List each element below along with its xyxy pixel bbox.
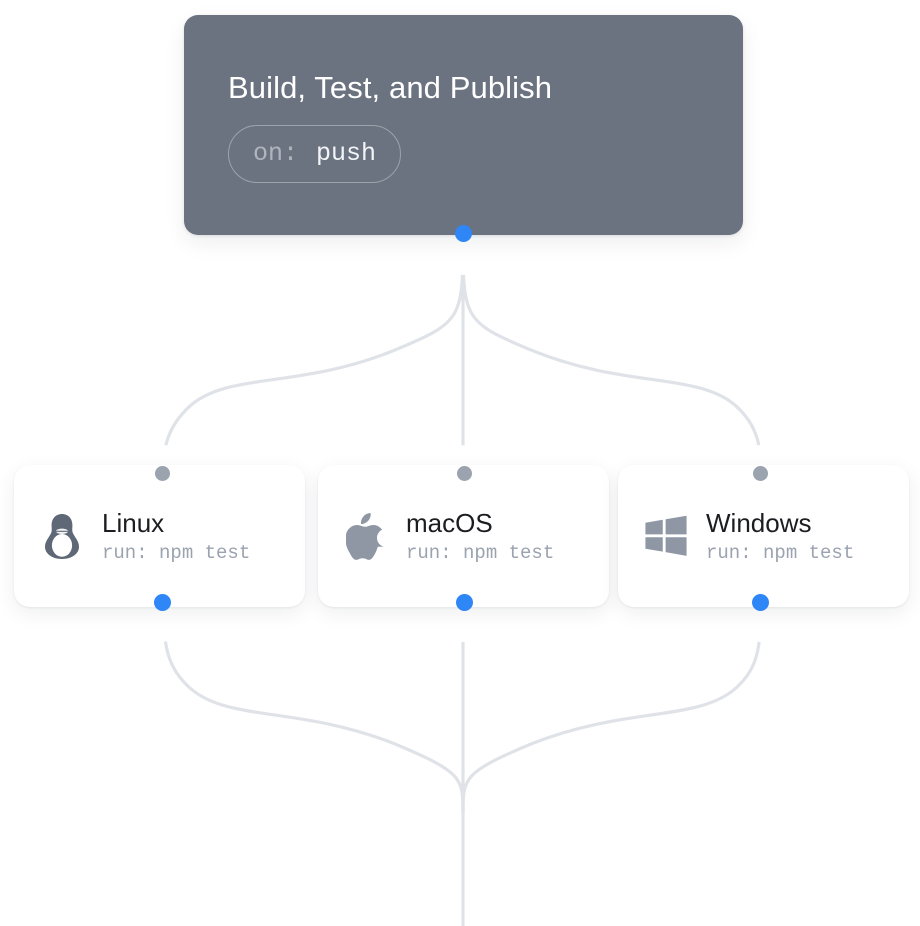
job-title-windows: Windows (706, 507, 812, 538)
edge-linux-to-merge (161, 599, 465, 814)
linux-target-handle[interactable] (155, 466, 170, 481)
windows-source-handle[interactable] (752, 594, 769, 611)
trigger-node[interactable]: Build, Test, and Publish on: push (184, 15, 743, 235)
macos-target-handle[interactable] (457, 466, 472, 481)
apple-logo-icon (344, 512, 388, 560)
job-title-macos: macOS (406, 507, 493, 538)
linux-source-handle[interactable] (154, 594, 171, 611)
job-text-linux: Linux run: npm test (102, 508, 250, 565)
trigger-event-key: on: (253, 139, 299, 169)
edge-windows-to-merge (461, 599, 763, 814)
job-text-macos: macOS run: npm test (406, 508, 554, 565)
macos-source-handle[interactable] (456, 594, 473, 611)
job-node-linux[interactable]: Linux run: npm test (14, 465, 305, 607)
trigger-event-badge[interactable]: on: push (228, 124, 402, 183)
edge-trigger-to-linux (161, 233, 465, 475)
job-node-windows[interactable]: Windows run: npm test (618, 465, 909, 607)
trigger-event-value: push (316, 139, 377, 169)
windows-logo-icon (644, 512, 688, 560)
windows-target-handle[interactable] (753, 466, 768, 481)
trigger-title: Build, Test, and Publish (228, 70, 553, 105)
linux-penguin-icon (40, 512, 84, 560)
job-command-linux: run: npm test (102, 541, 251, 564)
job-command-macos: run: npm test (406, 541, 555, 564)
job-command-windows: run: npm test (706, 541, 855, 564)
job-text-windows: Windows run: npm test (706, 508, 854, 565)
job-node-macos[interactable]: macOS run: npm test (318, 465, 609, 607)
edge-trigger-to-windows (461, 233, 763, 475)
trigger-source-handle[interactable] (455, 225, 472, 242)
job-title-linux: Linux (102, 507, 165, 538)
